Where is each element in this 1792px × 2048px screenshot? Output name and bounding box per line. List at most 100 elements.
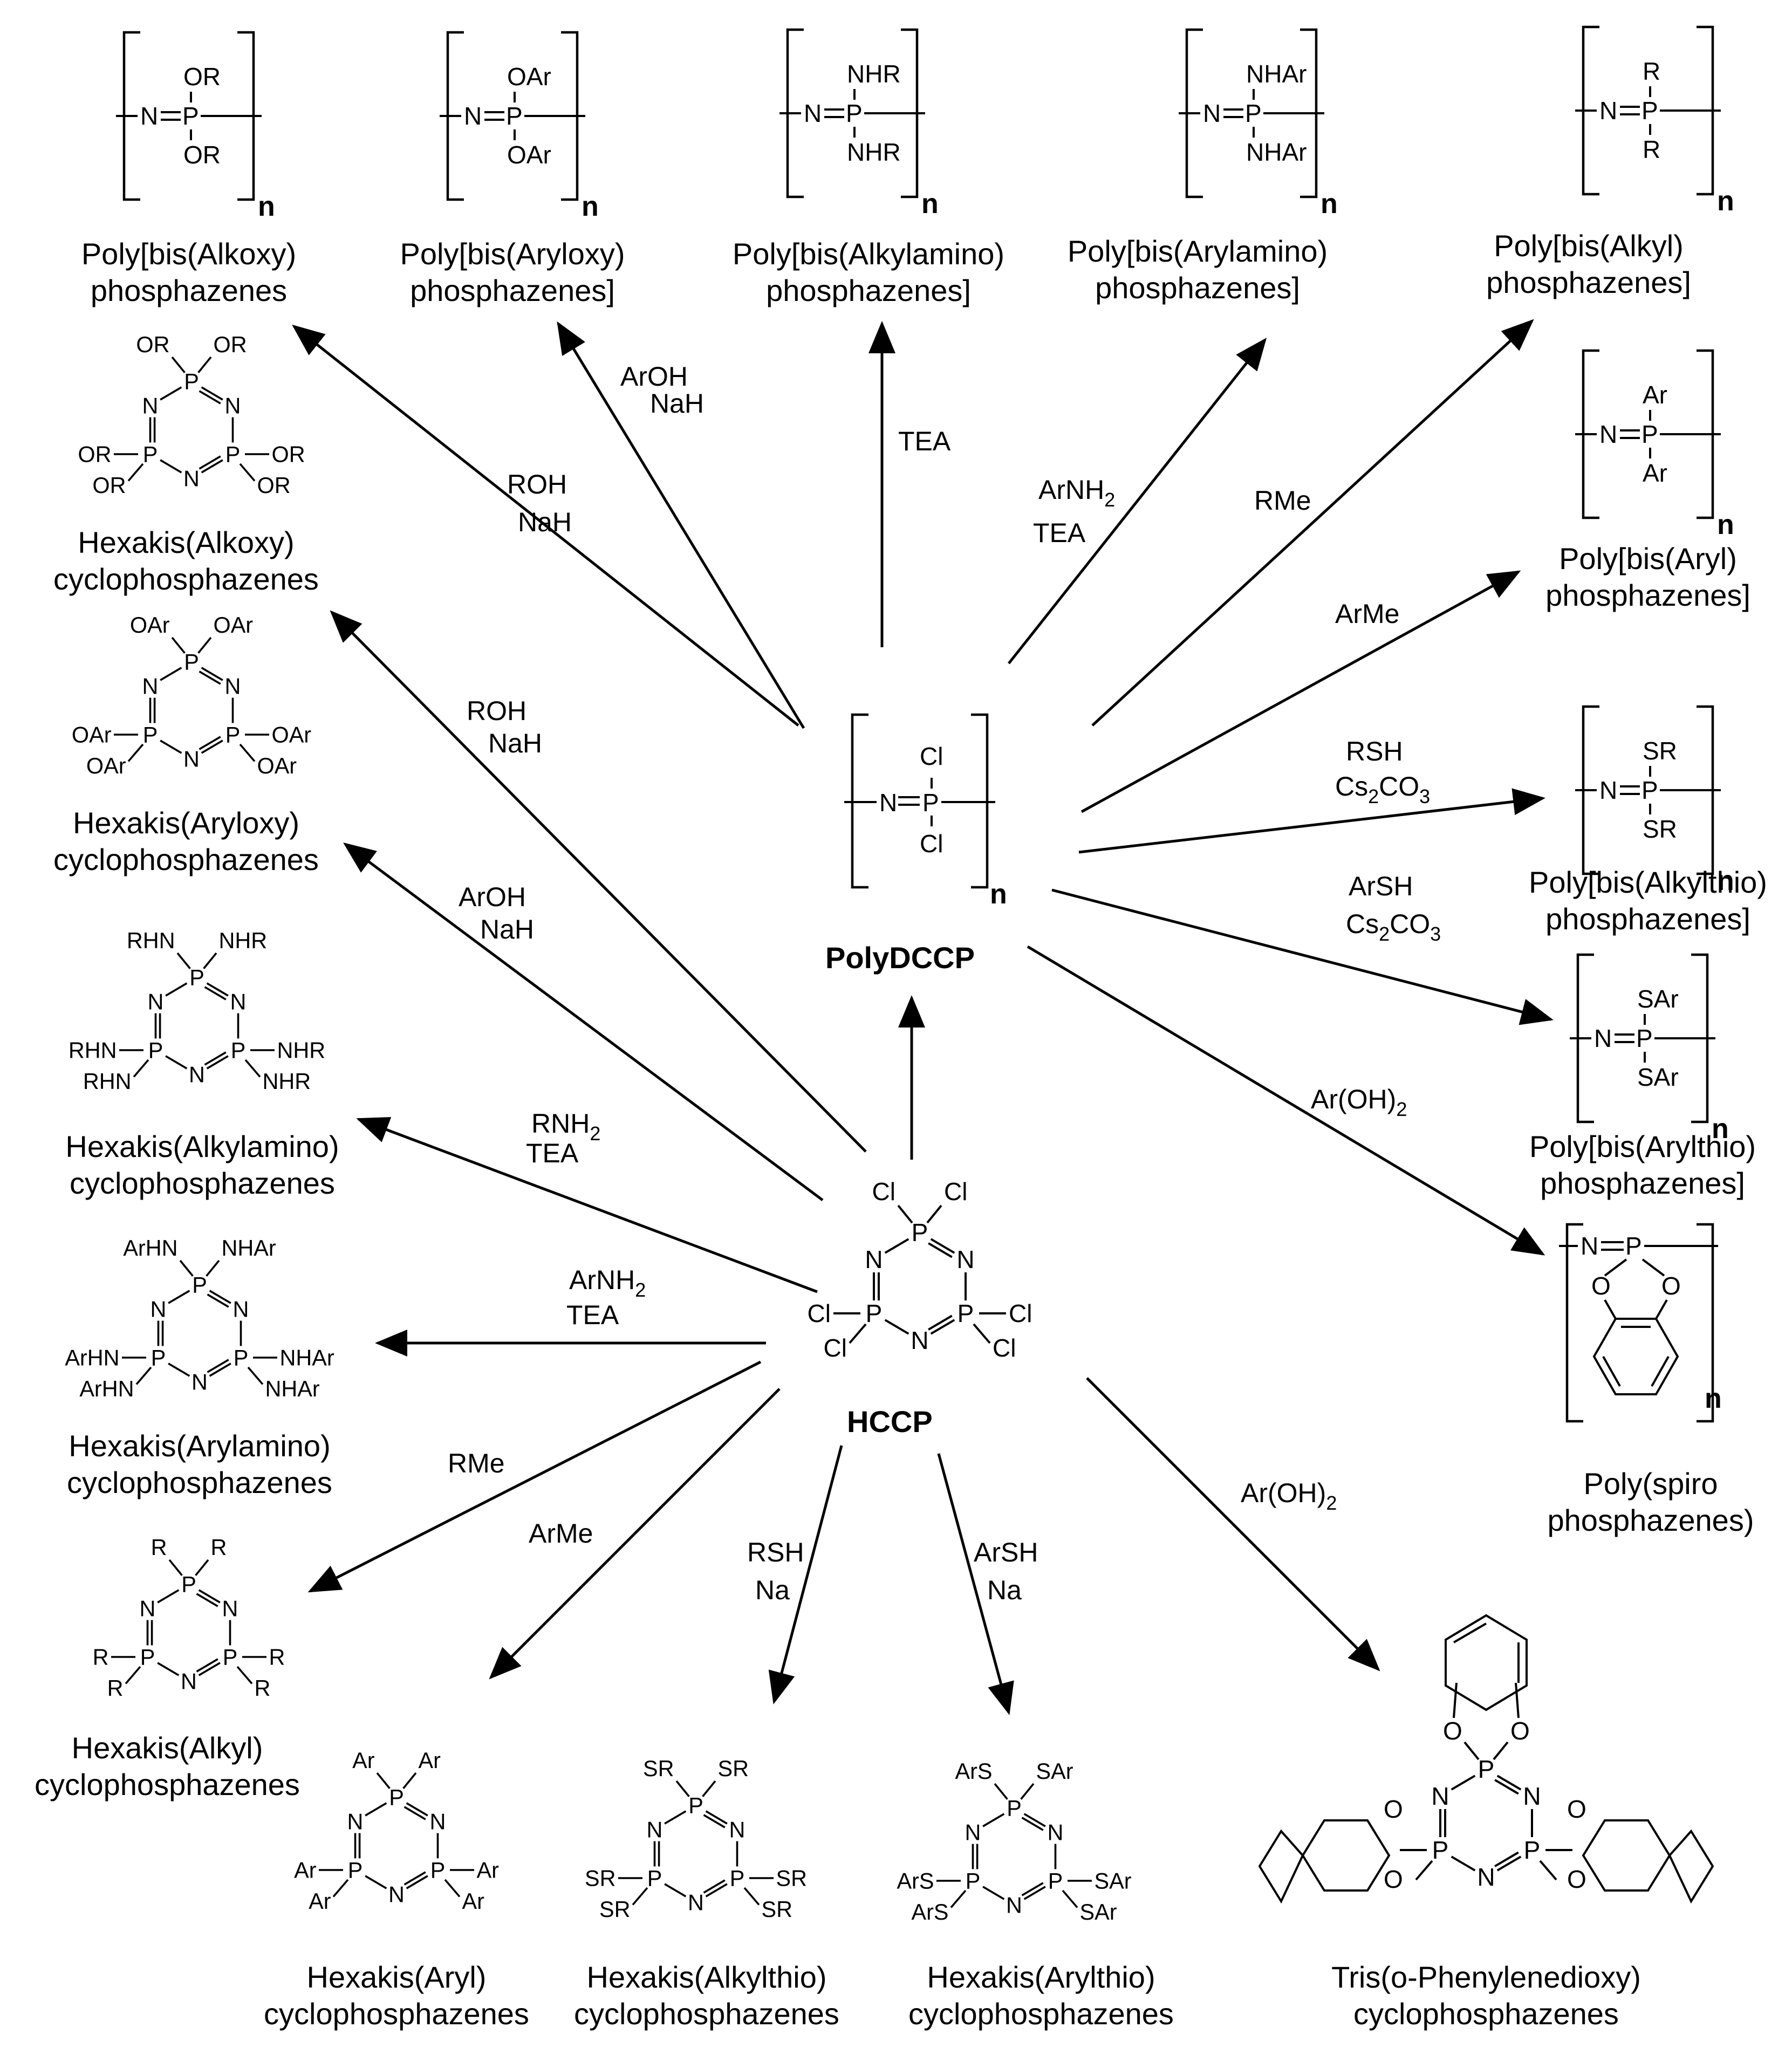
reagent-na: Na bbox=[755, 1575, 790, 1605]
reagent-catechol: Ar(OH)2 bbox=[1311, 1084, 1407, 1120]
atom-p: P bbox=[957, 1299, 974, 1327]
atom-o: O bbox=[1567, 1865, 1586, 1893]
reagent-catechol: Ar(OH)2 bbox=[1241, 1478, 1337, 1514]
substituent: R bbox=[93, 1645, 109, 1669]
repeat-n: n bbox=[1717, 865, 1734, 896]
atom-p: P bbox=[151, 1345, 166, 1370]
atom-o: O bbox=[1443, 1717, 1462, 1745]
polymer-name-line1: Poly[bis(Arylamino) bbox=[1068, 234, 1328, 268]
atom-p: P bbox=[182, 102, 199, 130]
atom-p: P bbox=[225, 442, 241, 467]
polymer-name-line1: Poly[bis(Aryloxy) bbox=[400, 237, 625, 271]
atom-p: P bbox=[1478, 1755, 1495, 1783]
atom-p: P bbox=[184, 649, 199, 674]
substituent: Cl bbox=[824, 1334, 847, 1362]
atom-p: P bbox=[1432, 1836, 1449, 1864]
atom-o: O bbox=[1661, 1272, 1681, 1300]
reagent-arme: ArMe bbox=[1335, 599, 1399, 629]
substituent: ArS bbox=[897, 1868, 934, 1893]
reagent-na: Na bbox=[987, 1575, 1022, 1605]
atom-n: N bbox=[1431, 1782, 1449, 1810]
substituent-bottom: SAr bbox=[1637, 1063, 1679, 1091]
atom-p: P bbox=[912, 1218, 928, 1246]
reagent-cs2co3: Cs2CO3 bbox=[1335, 771, 1430, 807]
polymer-name-line2: phosphazenes] bbox=[1486, 265, 1691, 299]
atom-n: N bbox=[140, 102, 158, 130]
substituent: RHN bbox=[69, 1038, 117, 1063]
reagent-roh: ROH bbox=[467, 696, 526, 726]
substituent-bottom: R bbox=[1643, 135, 1660, 163]
cyclic-name-line1: Hexakis(Alkylamino) bbox=[65, 1129, 339, 1163]
svg-text:P: P bbox=[922, 789, 939, 817]
atom-p: P bbox=[143, 722, 158, 747]
substituent: OR bbox=[136, 332, 169, 357]
atom-p: P bbox=[223, 1645, 238, 1669]
reagent-tea: TEA bbox=[566, 1300, 619, 1330]
substituent-bottom: NHAr bbox=[1246, 138, 1307, 166]
polymer-name-line1: Poly[bis(Arylthio) bbox=[1529, 1129, 1756, 1163]
reagent-rme: RMe bbox=[448, 1448, 505, 1478]
substituent-bottom: OAr bbox=[507, 141, 551, 169]
atom-o: O bbox=[1510, 1717, 1530, 1745]
substituent-top: SR bbox=[1643, 737, 1677, 765]
polymer-name-line1: Poly(spiro bbox=[1584, 1467, 1718, 1501]
atom-p: P bbox=[1245, 99, 1262, 127]
substituent: Cl bbox=[993, 1334, 1016, 1362]
atom-p: P bbox=[234, 1345, 249, 1370]
repeat-n: n bbox=[1705, 1383, 1722, 1414]
polymer-name-line1: Poly[bis(Alkoxy) bbox=[81, 237, 296, 271]
substituent: SR bbox=[776, 1866, 808, 1891]
substituent: SR bbox=[762, 1897, 793, 1922]
atom-p: P bbox=[225, 722, 241, 747]
hccp-label: HCCP bbox=[847, 1405, 933, 1439]
reagent-aroh: ArOH bbox=[459, 882, 526, 912]
atom-n: N bbox=[142, 674, 159, 698]
atom-p: P bbox=[1625, 1232, 1642, 1260]
atom-p: P bbox=[866, 1299, 883, 1327]
atom-n: N bbox=[233, 1297, 249, 1321]
substituent: OR bbox=[257, 473, 291, 498]
atom-o: O bbox=[1384, 1795, 1403, 1823]
atom-p: P bbox=[1007, 1796, 1022, 1820]
substituent: ArHN bbox=[123, 1236, 177, 1261]
substituent: Cl bbox=[808, 1299, 831, 1327]
substituent: Ar bbox=[419, 1748, 441, 1773]
substituent: Cl bbox=[944, 1177, 967, 1205]
substituent: Cl bbox=[872, 1177, 895, 1205]
atom-n: N bbox=[464, 102, 482, 130]
polymer-name-line1: Poly[bis(Alkyl) bbox=[1494, 229, 1684, 263]
atom-n: N bbox=[911, 1326, 928, 1354]
atom-n: N bbox=[183, 746, 200, 771]
substituent: SAr bbox=[1095, 1868, 1132, 1893]
substituent: Ar bbox=[294, 1858, 317, 1882]
repeat-n: n bbox=[258, 191, 275, 222]
substituent: SR bbox=[599, 1897, 631, 1922]
cyclic-name-line2: cyclophosphazenes bbox=[53, 843, 319, 876]
substituent: OR bbox=[272, 442, 305, 467]
substituent: ArS bbox=[912, 1900, 949, 1924]
substituent: R bbox=[255, 1676, 271, 1701]
atom-o: O bbox=[1384, 1865, 1403, 1893]
cyclic-name-line1: Hexakis(Aryl) bbox=[307, 1960, 487, 1994]
cyclic-name-line2: cyclophosphazenes bbox=[35, 1768, 300, 1802]
atom-n: N bbox=[688, 1890, 704, 1915]
substituent-top: OR bbox=[183, 63, 221, 91]
polymer-name-line1: Poly[bis(Alkylthio) bbox=[1529, 865, 1767, 899]
atom-n: N bbox=[729, 1817, 745, 1842]
cyclic-name-line1: Hexakis(Alkoxy) bbox=[78, 525, 294, 559]
repeat-n: n bbox=[1717, 186, 1734, 217]
substituent-top: SAr bbox=[1637, 985, 1679, 1013]
cyclic-name-line2: cyclophosphazenes bbox=[908, 1997, 1174, 2031]
polymer-name-line2: phosphazenes] bbox=[1095, 271, 1300, 305]
